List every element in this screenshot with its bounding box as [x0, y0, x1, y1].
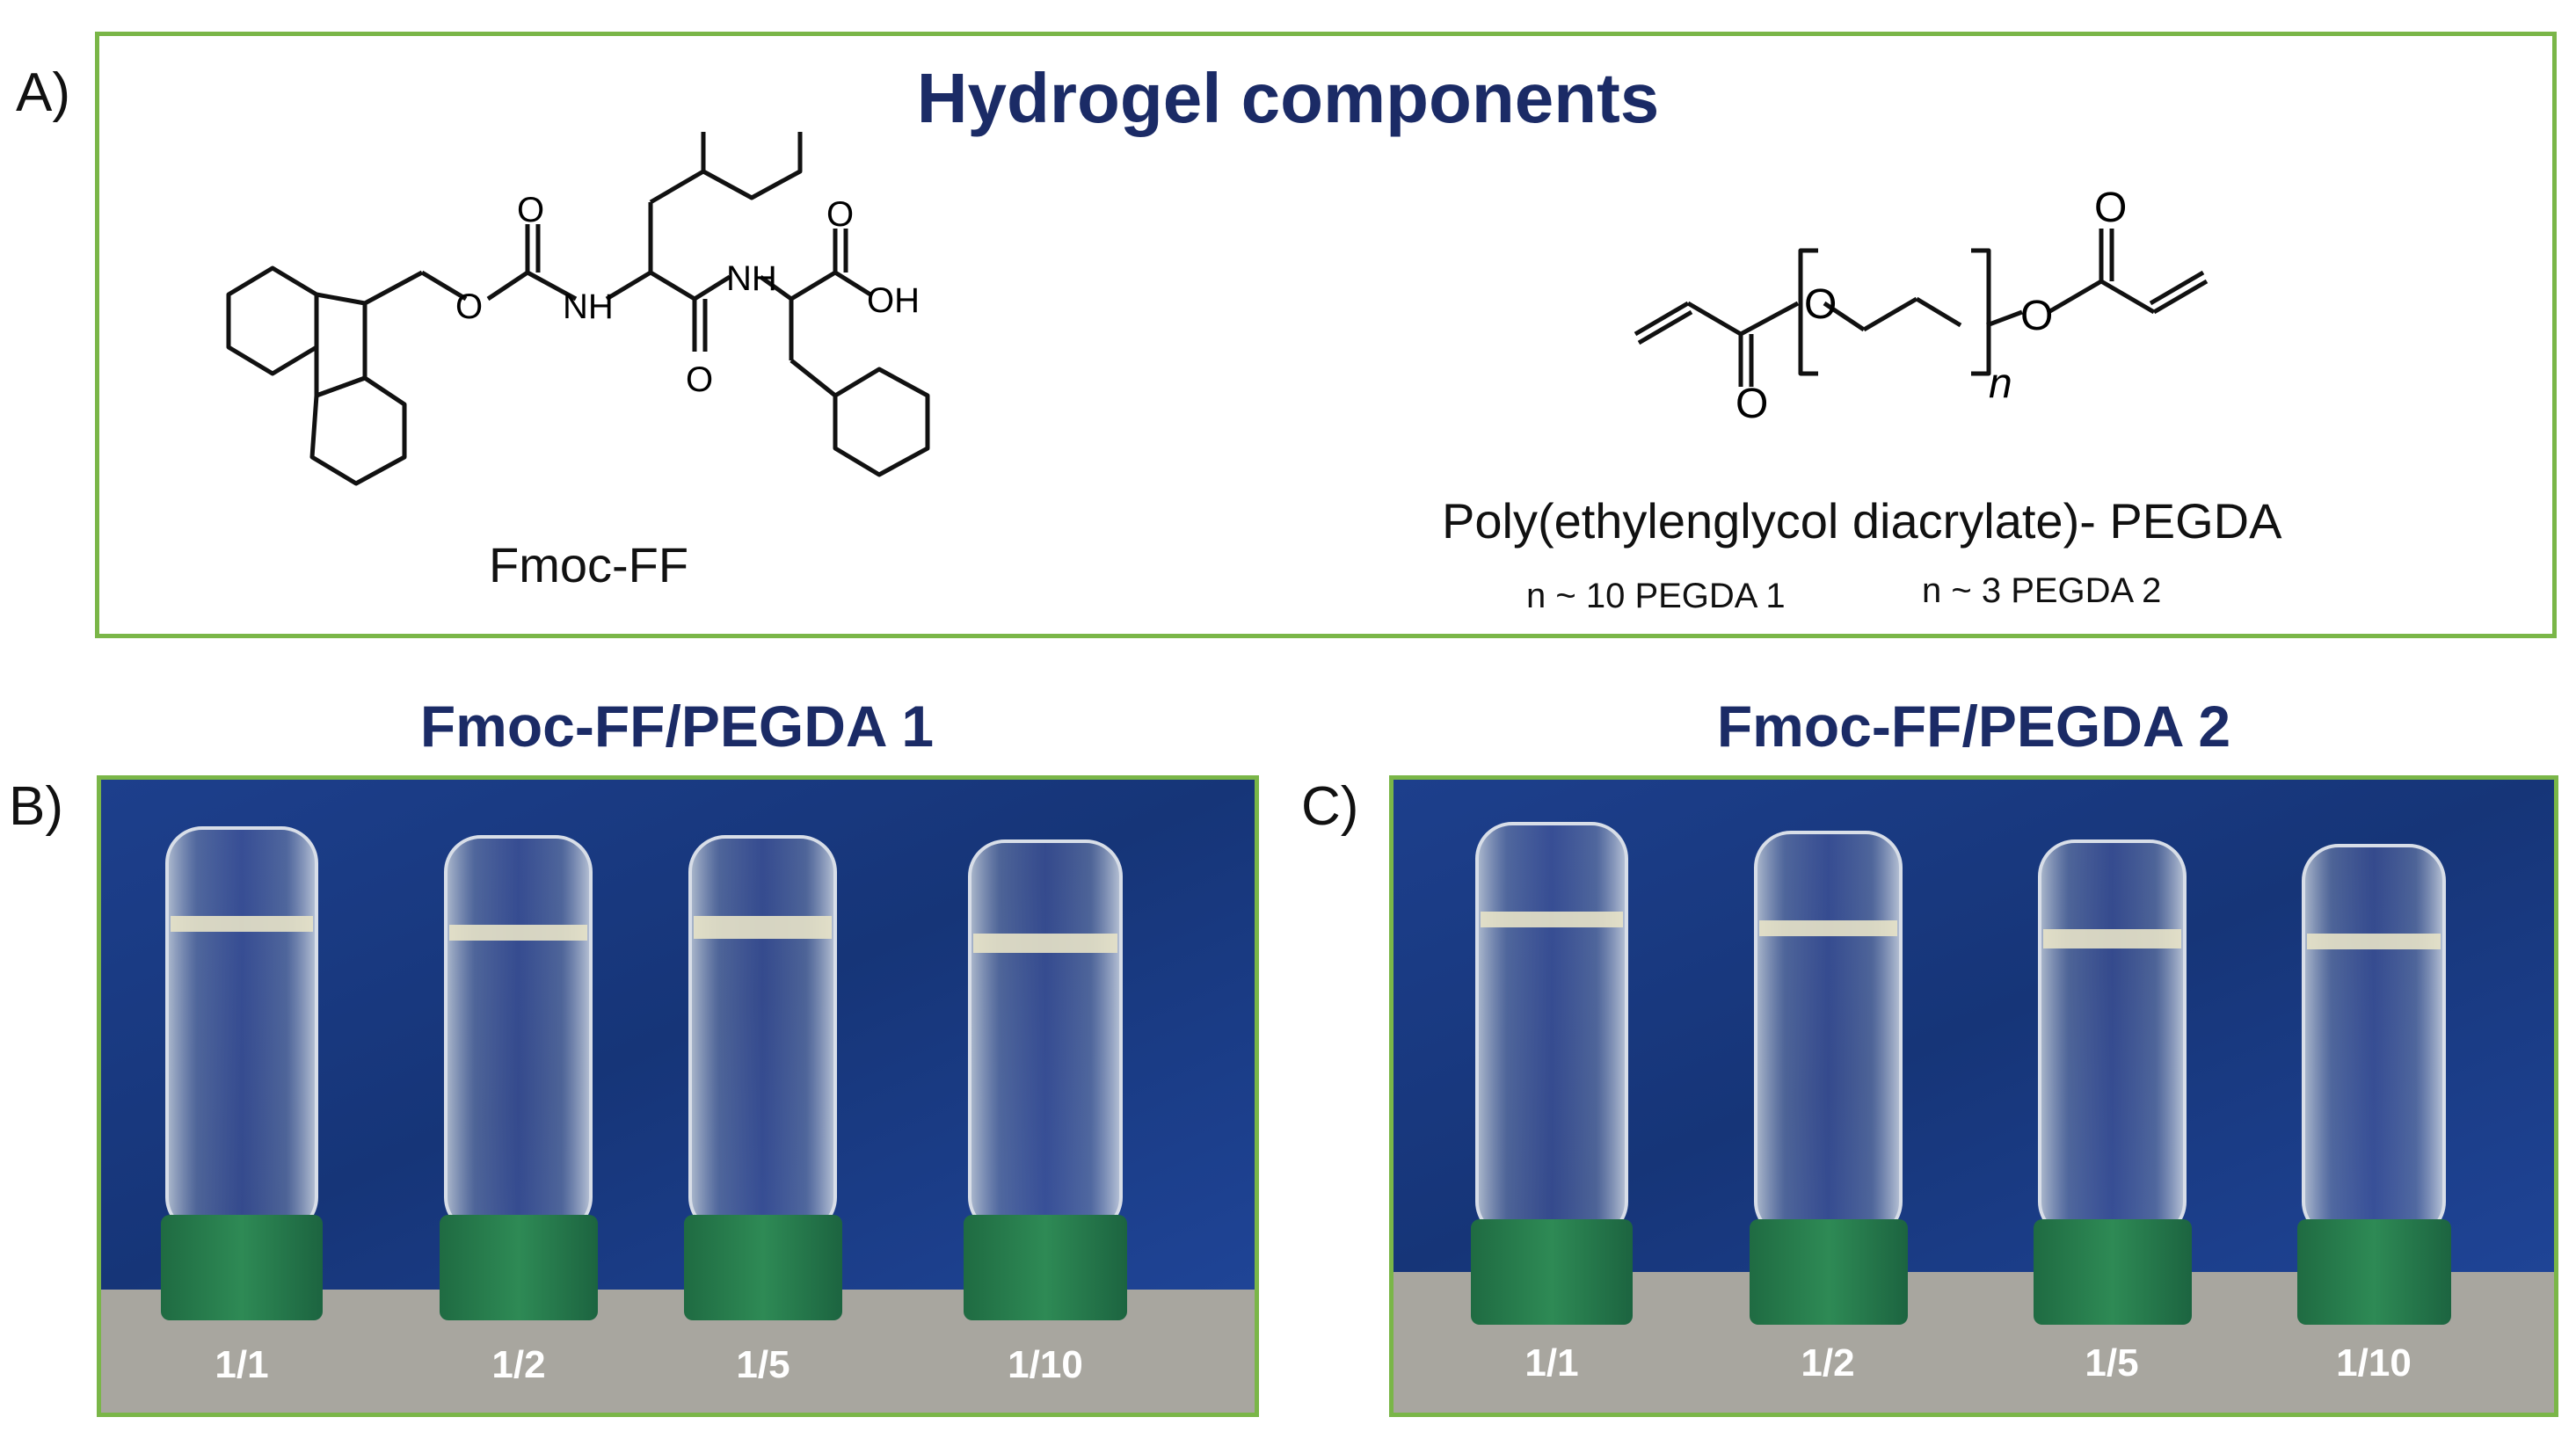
panel-a-title: Hydrogel components	[916, 59, 1660, 137]
ratio-c-3: 1/5	[2085, 1341, 2138, 1384]
pegda-atom-o4: O	[2094, 185, 2127, 231]
ratio-c-4: 1/10	[2336, 1341, 2412, 1384]
atom-nh2: NH	[726, 259, 777, 298]
vial-c-1	[1471, 822, 1633, 1325]
pegda-structure: O O O O n	[1634, 185, 2209, 427]
ratio-b-2: 1/2	[491, 1343, 545, 1386]
ratio-b-1: 1/1	[215, 1343, 268, 1386]
atom-oh: OH	[867, 281, 920, 320]
pegda-atom-o1: O	[1736, 381, 1768, 427]
vial-b-2	[440, 835, 598, 1320]
vial-c-4	[2297, 844, 2451, 1325]
panel-c-photo: 1/1 1/2 1/5 1/10	[1389, 775, 2558, 1417]
panel-b-letter: B)	[9, 776, 63, 837]
atom-o1: O	[455, 287, 483, 326]
ratio-c-2: 1/2	[1801, 1341, 1854, 1384]
pegda2-note: n ~ 3 PEGDA 2	[1922, 571, 2162, 610]
fmoc-ff-structure: O O NH O NH O OH	[226, 132, 930, 486]
panel-b-vials: 1/1 1/2 1/5 1/10	[101, 780, 1255, 1413]
vial-b-4	[964, 839, 1127, 1320]
pegda-label: Poly(ethylenglycol diacrylate)- PEGDA	[1442, 493, 2282, 549]
panel-c-vials: 1/1 1/2 1/5 1/10	[1394, 780, 2554, 1413]
pegda-atom-o3: O	[2020, 293, 2053, 339]
vial-b-3	[684, 835, 842, 1320]
panel-a-frame	[95, 32, 2557, 638]
panel-c-letter: C)	[1301, 776, 1359, 837]
panel-b-photo: 1/1 1/2 1/5 1/10	[97, 775, 1259, 1417]
panel-b-title: Fmoc-FF/PEGDA 1	[419, 694, 935, 759]
pegda-atom-o2: O	[1804, 281, 1837, 328]
ratio-c-1: 1/1	[1524, 1341, 1578, 1384]
atom-o4: O	[826, 195, 854, 234]
fmoc-ff-label: Fmoc-FF	[489, 537, 689, 592]
atom-nh1: NH	[563, 287, 614, 326]
atom-o2: O	[517, 191, 544, 229]
pegda1-note: n ~ 10 PEGDA 1	[1526, 577, 1786, 615]
vial-c-3	[2034, 839, 2192, 1325]
panel-a-letter: A)	[16, 62, 70, 123]
pegda-n-subscript: n	[1989, 360, 2012, 407]
vial-b-1	[161, 826, 323, 1320]
ratio-b-3: 1/5	[736, 1343, 790, 1386]
panel-c-title: Fmoc-FF/PEGDA 2	[1716, 694, 2231, 759]
ratio-b-4: 1/10	[1008, 1343, 1083, 1386]
atom-o3: O	[686, 360, 713, 399]
vial-c-2	[1750, 831, 1908, 1325]
